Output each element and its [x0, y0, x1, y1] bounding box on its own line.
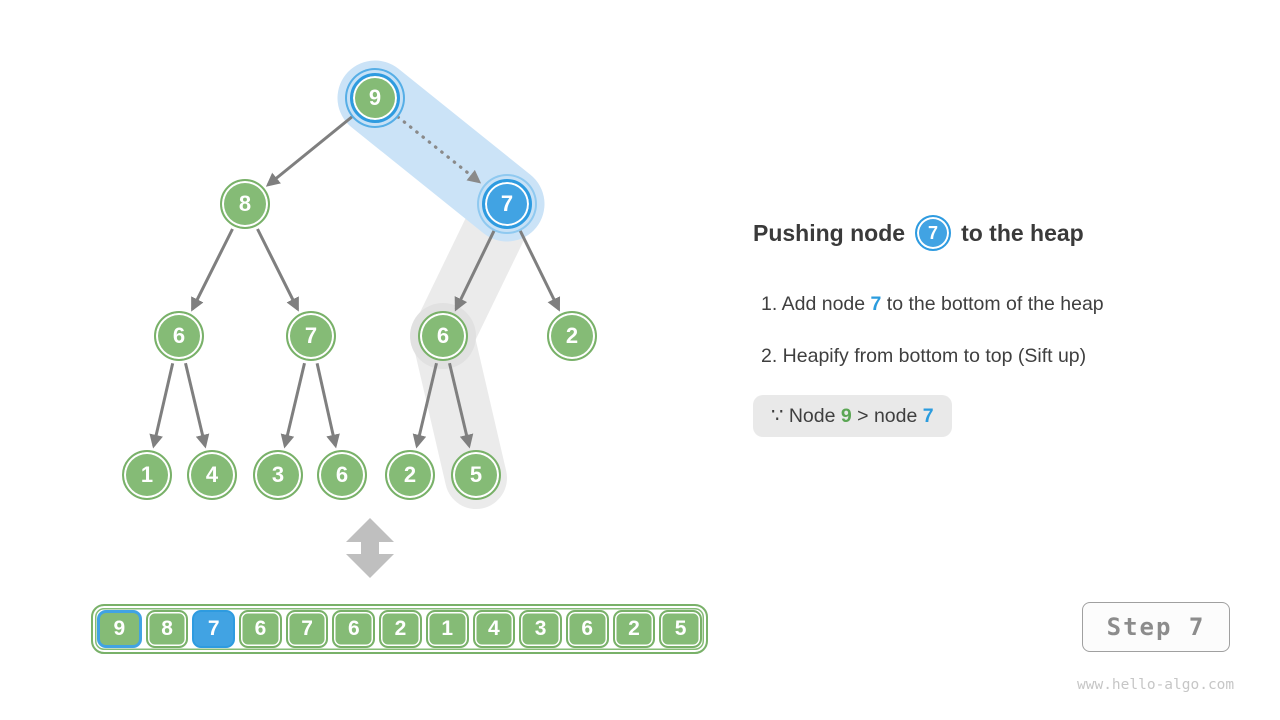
title-prefix: Pushing node	[753, 219, 906, 246]
tree-node: 4	[187, 450, 237, 500]
instruction-2: 2. Heapify from bottom to top (Sift up)	[761, 345, 1086, 368]
tree-node: 1	[122, 450, 172, 500]
note-green-value: 9	[840, 404, 852, 427]
instruction-2-text: 2. Heapify from bottom to top (Sift up)	[761, 345, 1087, 367]
tree-edge	[149, 362, 175, 449]
title-suffix: to the heap	[961, 219, 1084, 246]
tree-edge	[184, 362, 210, 449]
array-cell: 5	[659, 610, 702, 648]
array-cell: 4	[472, 610, 516, 648]
tree-edge	[191, 228, 234, 312]
title-node-badge: 7	[915, 215, 952, 251]
tree-node: 2	[385, 450, 435, 500]
instruction-1-suffix: to the bottom of the heap	[881, 293, 1104, 315]
note-prefix: Node	[783, 404, 841, 427]
instruction-1: 1. Add node 7 to the bottom of the heap	[761, 293, 1104, 316]
tree-edge	[454, 228, 497, 312]
because-symbol: ∵	[771, 405, 784, 427]
tree-node: 6	[317, 450, 367, 500]
tree-edge	[256, 228, 299, 312]
page-title: Pushing node 7 to the heap	[753, 215, 1084, 251]
tree-node: 6	[418, 311, 468, 361]
tree-node: 5	[451, 450, 501, 500]
array-cell: 3	[519, 610, 562, 648]
tree-node-root: 9	[350, 73, 400, 123]
tree-edge	[315, 362, 340, 449]
array-cell: 6	[332, 610, 376, 648]
step-button[interactable]: Step 7	[1082, 602, 1230, 652]
array-cell: 7	[192, 610, 236, 648]
tree-node: 6	[154, 311, 204, 361]
array-cell: 1	[425, 610, 469, 648]
tree-edge	[518, 228, 561, 312]
array-cell: 6	[239, 610, 282, 648]
tree-node: 7	[286, 311, 336, 361]
array-cell: 2	[612, 610, 656, 648]
array-cell: 8	[145, 610, 189, 648]
array-cell: 6	[565, 610, 609, 648]
because-note: ∵ Node 9 > node 7	[753, 395, 952, 437]
tree-edge	[280, 362, 306, 449]
instruction-1-text: 1. Add node	[761, 293, 871, 315]
tree-node-pushed: 7	[482, 179, 532, 229]
array-cell: 2	[379, 610, 422, 648]
tree-node: 2	[547, 311, 597, 361]
watermark: www.hello-algo.com	[1077, 677, 1235, 693]
tree-edge	[412, 362, 438, 449]
heap-array: 9 8 7 6 7 6 2 1 4 3 6 2 5	[91, 604, 708, 654]
tree-node: 8	[220, 179, 270, 229]
push-dotted-arrow	[396, 115, 482, 184]
array-cell: 7	[285, 610, 329, 648]
note-middle: > node	[851, 404, 923, 427]
updown-arrow	[346, 518, 394, 578]
note-blue-value: 7	[922, 404, 934, 427]
tree-edge	[448, 362, 474, 449]
tree-edges	[149, 114, 561, 449]
tree-node: 3	[253, 450, 303, 500]
instruction-1-highlight: 7	[870, 293, 882, 315]
tree-edge	[265, 114, 354, 187]
array-cell: 9	[97, 610, 142, 648]
